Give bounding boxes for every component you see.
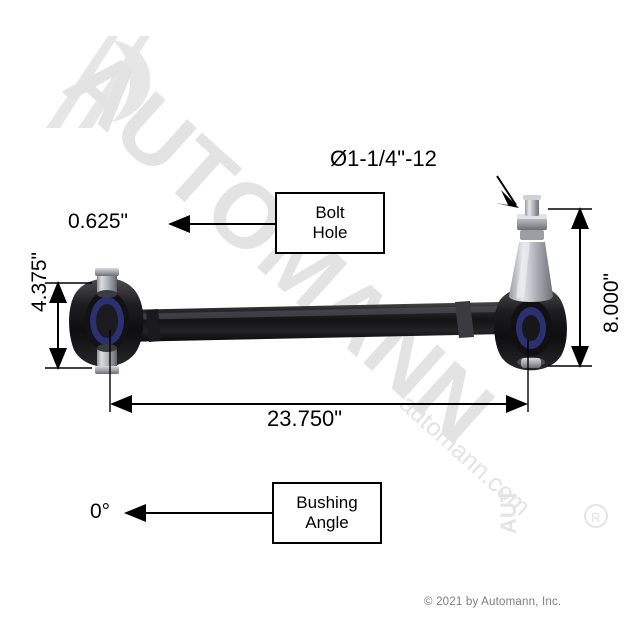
right-height-label: 8.000" (600, 272, 623, 333)
length-label: 23.750" (267, 406, 343, 431)
bushing-angle-label: 0° (90, 500, 111, 523)
thread-dimension-label: Ø1-1/4"-12 (330, 146, 437, 171)
bushing-angle-callout-line2: Angle (305, 513, 349, 532)
bolt-hole-callout-line1: Bolt (315, 202, 345, 222)
left-bushing-eye (69, 268, 144, 374)
rod-bar (120, 301, 506, 342)
copyright-notice: © 2021 by Automann, Inc. (424, 596, 562, 608)
bushing-angle-callout-line1: Bushing (296, 492, 358, 512)
bushing-angle-callout: Bushing Angle (272, 482, 382, 544)
left-height-label: 4.375" (28, 251, 51, 312)
thread-leader-line (496, 175, 517, 206)
arrowheads (49, 190, 589, 522)
bolt-offset-label: 0.625" (68, 210, 129, 233)
bolt-hole-callout: Bolt Hole (275, 192, 385, 254)
right-taper-stud-assembly (494, 195, 567, 371)
bolt-hole-callout-line2: Hole (312, 223, 348, 242)
